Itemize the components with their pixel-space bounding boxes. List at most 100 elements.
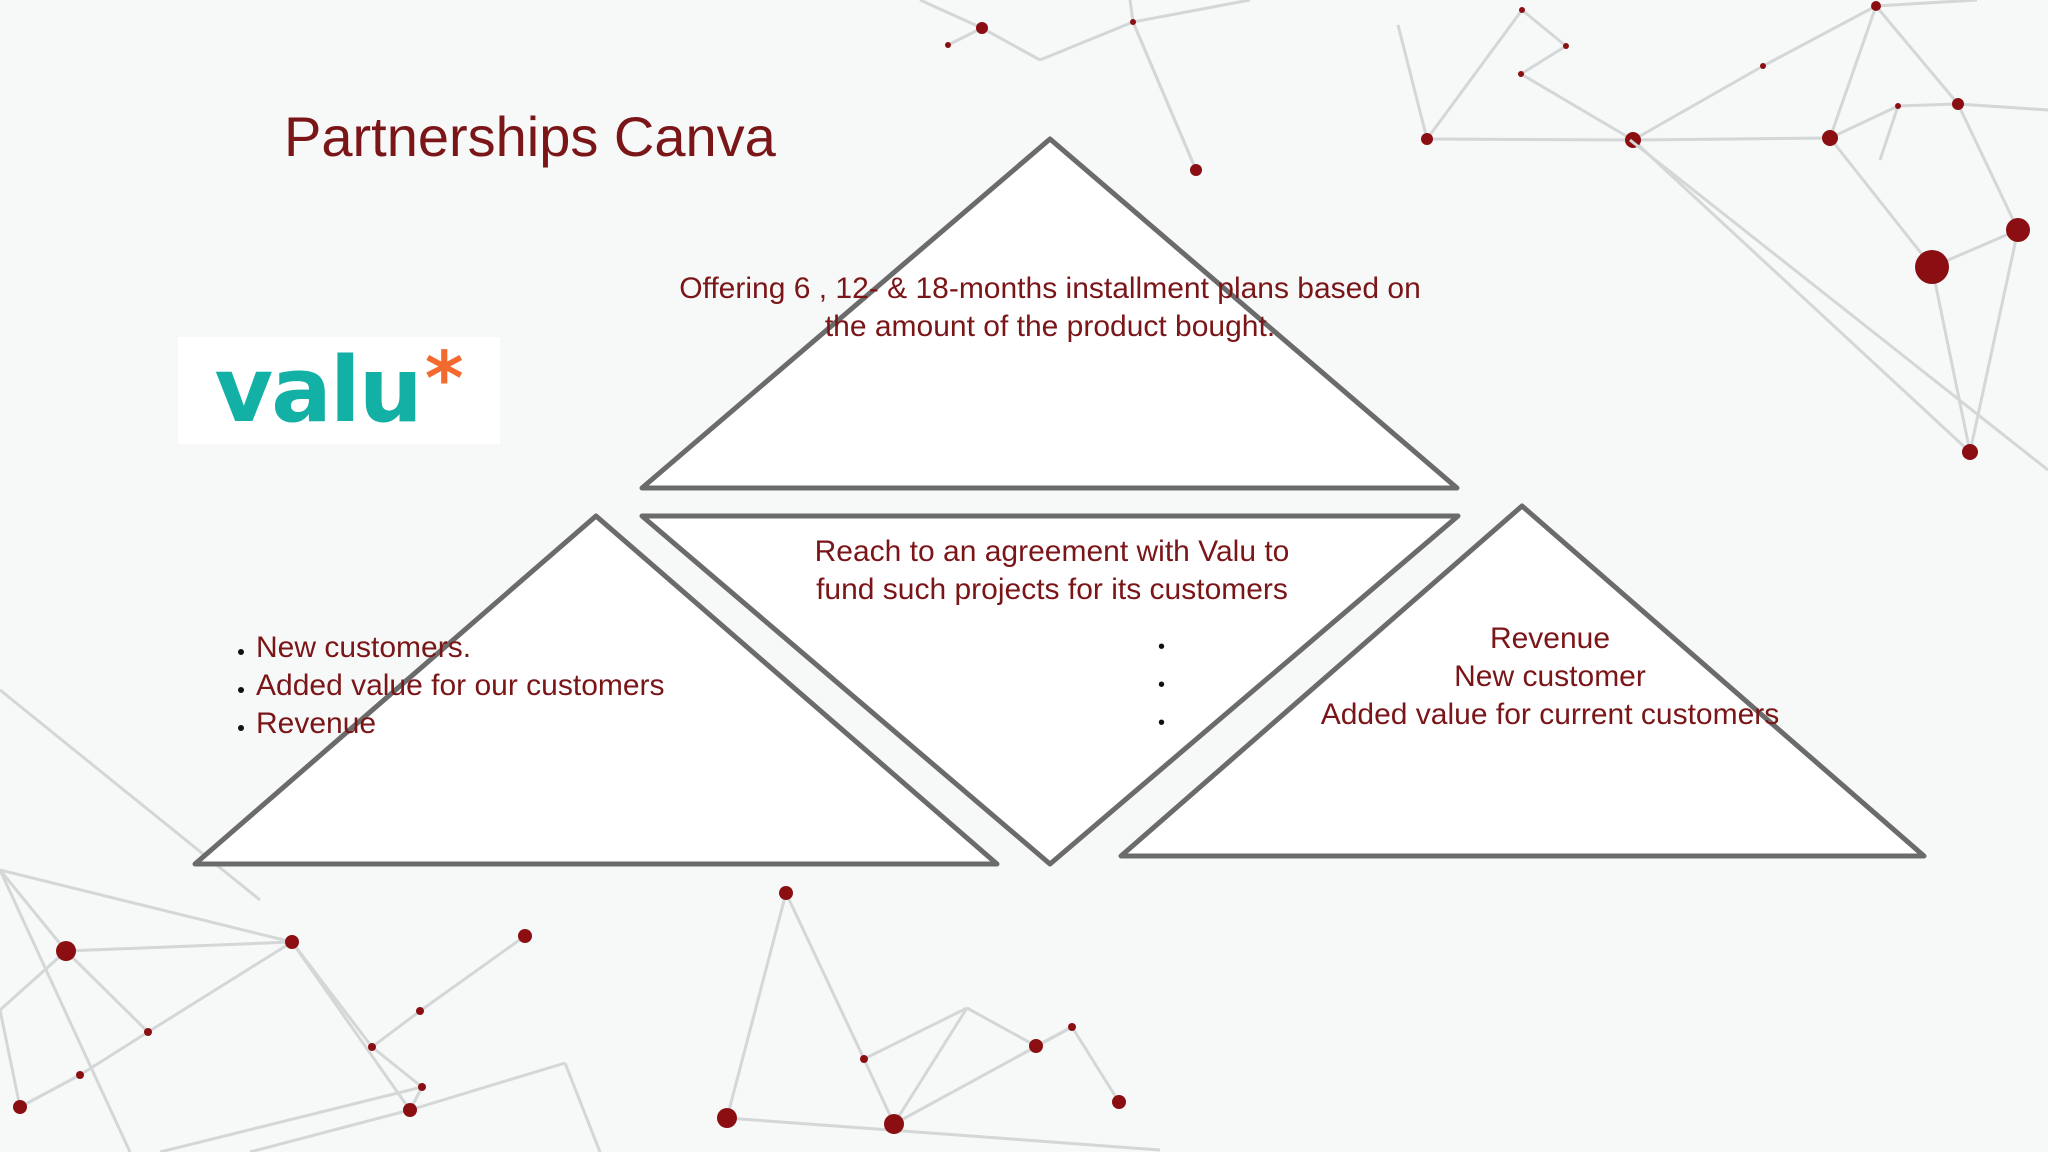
network-edge: [726, 1116, 1161, 1152]
network-edge: [249, 1108, 411, 1152]
network-node: [717, 1108, 737, 1128]
network-node: [76, 1071, 84, 1079]
network-edge: [1762, 4, 1877, 68]
network-edge: [563, 1062, 602, 1152]
network-edge: [1875, 0, 1978, 8]
text-line: Added value for current customers: [1320, 698, 1780, 731]
bullet-dot: [1158, 704, 1165, 742]
network-node: [1760, 63, 1766, 69]
network-node: [1871, 1, 1881, 11]
network-node: [1822, 130, 1838, 146]
network-edge: [1039, 20, 1134, 62]
network-edge: [725, 892, 788, 1119]
right-triangle: [1118, 503, 1927, 859]
network-node: [1519, 7, 1525, 13]
center-triangle-text: Reach to an agreement with Valu to fund …: [752, 533, 1352, 609]
network-edge: [1070, 1026, 1121, 1103]
network-edge: [371, 1045, 423, 1089]
list-item: Revenue: [256, 705, 665, 743]
left-triangle: [192, 513, 1000, 867]
network-edge: [1425, 9, 1524, 140]
network-node: [13, 1100, 27, 1114]
network-edge: [784, 892, 866, 1060]
network-node: [1895, 103, 1901, 109]
network-edge: [1632, 64, 1764, 142]
network-node: [1915, 250, 1949, 284]
top-triangle-text: Offering 6 , 12- & 18-months installment…: [650, 270, 1450, 346]
valu-logo: valu*: [178, 335, 500, 444]
text-line: Revenue: [1489, 622, 1611, 655]
network-node: [860, 1055, 868, 1063]
list-item: Added value for our customers: [256, 667, 665, 705]
network-edge: [892, 1007, 969, 1125]
network-edge: [1632, 136, 1831, 142]
network-edge: [1874, 5, 1960, 105]
network-edge: [1829, 104, 1899, 140]
network-edge: [1520, 44, 1567, 76]
network-edge: [147, 940, 293, 1034]
right-triangle-text: Revenue New customer Added value for cur…: [1190, 620, 1910, 734]
network-node: [1190, 164, 1202, 176]
network-node: [1518, 71, 1524, 77]
network-node: [418, 1083, 426, 1091]
network-edge: [1128, 0, 1135, 23]
network-edge: [159, 1085, 423, 1152]
network-edge: [919, 0, 983, 30]
network-node: [779, 886, 793, 900]
network-node: [2006, 218, 2030, 242]
network-edge: [1131, 21, 1198, 171]
network-edge: [1878, 105, 1900, 161]
text-line: Reach to an agreement with Valu to: [814, 535, 1290, 568]
bullet-dot: [1158, 628, 1165, 666]
network-edge: [981, 26, 1041, 62]
network-edge: [0, 868, 293, 944]
network-edge: [1629, 138, 2048, 472]
network-edge: [1930, 266, 1972, 453]
text-line: the amount of the product bought.: [824, 310, 1276, 343]
network-edge: [1631, 138, 1972, 454]
network-node: [285, 935, 299, 949]
network-node: [1112, 1095, 1126, 1109]
network-edge: [1957, 102, 2048, 112]
network-node: [1421, 133, 1433, 145]
network-node: [144, 1028, 152, 1036]
bullet-dot: [1158, 666, 1165, 704]
network-node: [416, 1007, 424, 1015]
network-edge: [863, 1006, 968, 1061]
network-edge: [1956, 103, 2020, 231]
network-node: [945, 42, 951, 48]
network-edge: [0, 869, 68, 952]
network-edge: [1897, 102, 1959, 108]
network-node: [976, 22, 988, 34]
network-node: [884, 1114, 904, 1134]
text-line: Offering 6 , 12- & 18-months installment…: [679, 272, 1421, 305]
network-node: [368, 1043, 376, 1051]
network-edge: [966, 1006, 1037, 1048]
network-node: [1563, 43, 1569, 49]
center-inverted-triangle: [639, 513, 1461, 867]
network-edge: [0, 949, 67, 1012]
logo-wordmark: valu: [214, 337, 422, 443]
network-node: [56, 941, 76, 961]
network-node: [1068, 1023, 1076, 1031]
network-node: [1952, 98, 1964, 110]
network-edge: [409, 1061, 566, 1112]
network-edge: [1396, 24, 1429, 140]
network-edge: [0, 869, 132, 1152]
asterisk-icon: *: [424, 335, 464, 422]
empty-bullets: [1158, 628, 1165, 742]
network-node: [1130, 19, 1136, 25]
slide-title: Partnerships Canva: [284, 105, 776, 168]
network-edge: [1520, 72, 1634, 142]
list-item: New customers.: [256, 629, 665, 667]
network-edge: [290, 941, 412, 1111]
network-edge: [19, 1073, 81, 1109]
left-triangle-bullets: New customers. Added value for our custo…: [232, 629, 665, 743]
network-node: [1029, 1039, 1043, 1053]
network-edge: [947, 26, 983, 47]
network-edge: [1521, 8, 1567, 48]
network-node: [1962, 444, 1978, 460]
network-edge: [419, 934, 526, 1013]
